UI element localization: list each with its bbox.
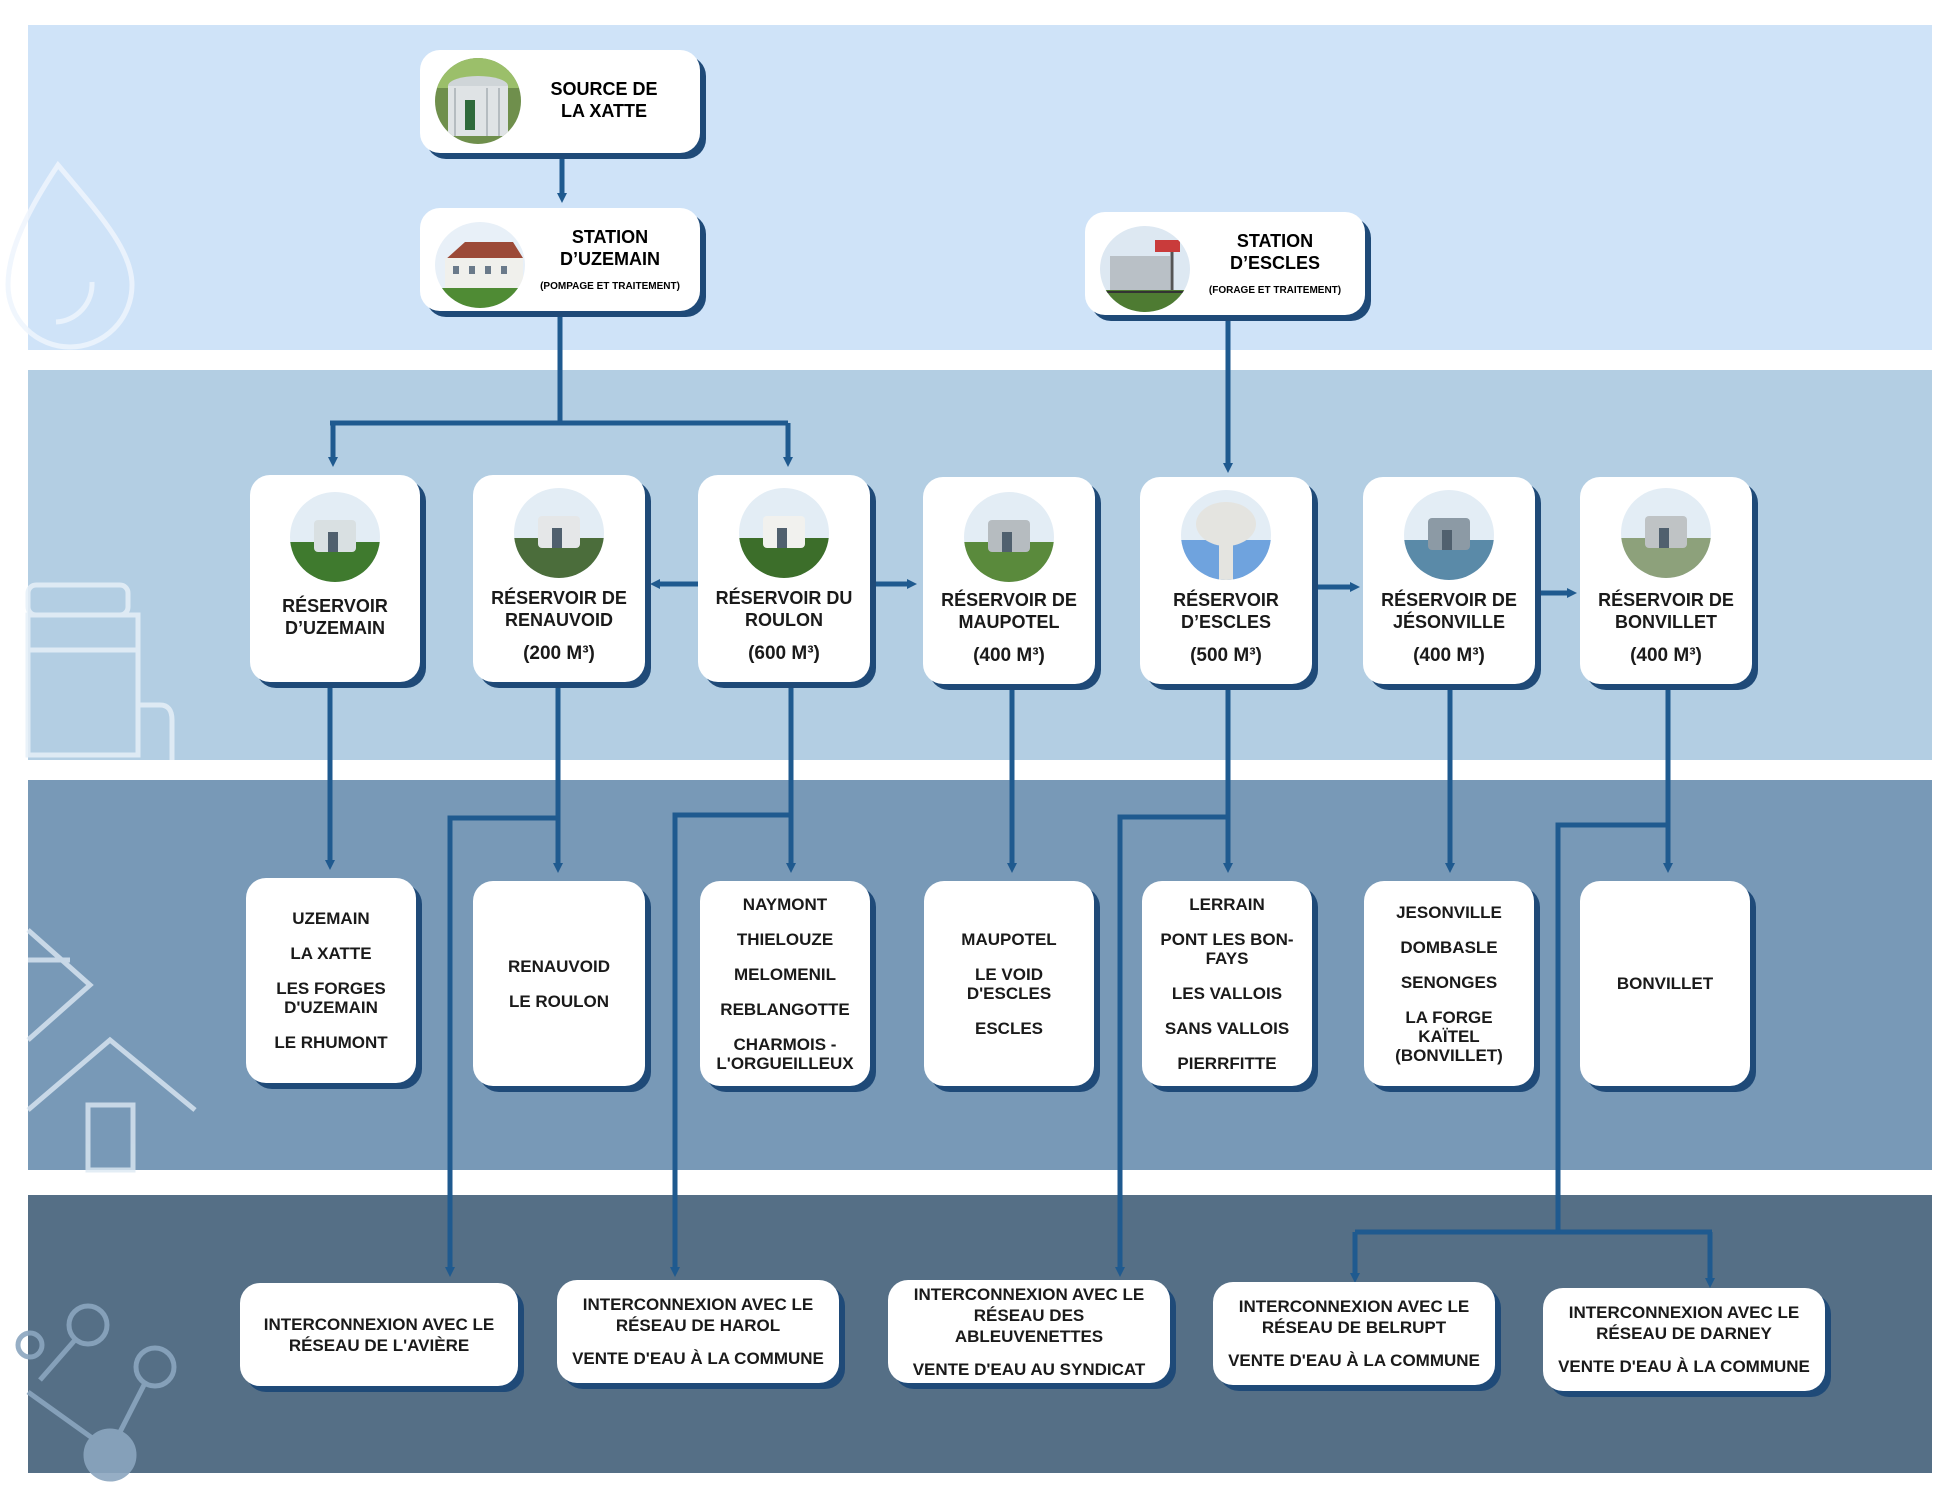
commune-list-card: JESONVILLE DOMBASLE SENONGES LA FORGE KAÏTE…	[1364, 881, 1534, 1086]
reservoir-name: RÉSERVOIR DE RENAUVOID	[491, 588, 627, 630]
commune-name: MELOMENIL	[734, 964, 836, 984]
house-icon	[26, 928, 197, 1173]
commune-name: MAUPOTEL	[961, 929, 1057, 949]
commune-name: UZEMAIN	[292, 909, 370, 928]
interconnection-title: INTERCONNEXION AVEC LE RÉSEAU DE DARNEY	[1568, 1303, 1800, 1343]
building-photo	[435, 222, 525, 308]
commune-name: LES FORGES D'UZEMAIN	[276, 979, 386, 1017]
water-drop-icon	[5, 160, 135, 350]
interconnection-title: INTERCONNEXION AVEC LE RÉSEAU DES ABLEUV…	[913, 1284, 1145, 1346]
interconnection-card: INTERCONNEXION AVEC LE RÉSEAU DE BELRUPT…	[1213, 1282, 1495, 1385]
station-escles-label: STATION D’ESCLES	[1229, 231, 1321, 273]
commune-name: REBLANGOTTE	[720, 999, 850, 1019]
water-sale-note: VENTE D'EAU À LA COMMUNE	[1558, 1357, 1810, 1376]
reservoir-photo	[739, 488, 829, 578]
reservoir-name: RÉSERVOIR DE BONVILLET	[1598, 590, 1734, 632]
commune-name: CHARMOIS - L'ORGUEILLEUX	[716, 1034, 854, 1073]
reservoir-name: RÉSERVOIR DE JÉSONVILLE	[1381, 590, 1517, 632]
water-sale-note: VENTE D'EAU À LA COMMUNE	[1228, 1351, 1480, 1370]
interconnection-title: INTERCONNEXION AVEC LE RÉSEAU DE HAROL	[582, 1295, 814, 1335]
interconnection-card: INTERCONNEXION AVEC LE RÉSEAU DE L'AVIÈR…	[240, 1283, 518, 1386]
reservoir-name: RÉSERVOIR D’ESCLES	[1173, 590, 1279, 632]
reservoir-photo	[290, 492, 380, 582]
commune-name: LA XATTE	[290, 944, 372, 963]
commune-name: RENAUVOID	[507, 956, 610, 976]
reservoir-photo	[1621, 488, 1711, 578]
water-sale-note: VENTE D'EAU AU SYNDICAT	[912, 1359, 1146, 1379]
water-sale-note: VENTE D'EAU À LA COMMUNE	[572, 1349, 824, 1368]
commune-name: NAYMONT	[742, 894, 828, 914]
commune-name: SENONGES	[1400, 972, 1498, 992]
reservoir-capacity: (400 M³)	[1630, 645, 1702, 666]
commune-name: LERRAIN	[1189, 894, 1265, 914]
commune-list-card: LERRAIN PONT LES BON-FAYS LES VALLOIS SANS …	[1142, 881, 1312, 1086]
station-uzemain-subtitle: (POMPAGE ET TRAITEMENT)	[540, 281, 680, 292]
interconnection-title: INTERCONNEXION AVEC LE RÉSEAU DE BELRUPT	[1238, 1297, 1470, 1337]
commune-list-card: NAYMONT THIELOUZE MELOMENIL REBLANGOTTE CHAR…	[700, 881, 870, 1086]
station-uzemain-label: STATION D’UZEMAIN	[560, 227, 660, 269]
reservoir-photo	[1404, 490, 1494, 580]
station-escles-subtitle: (FORAGE ET TRAITEMENT)	[1208, 285, 1342, 296]
commune-name: BONVILLET	[1616, 974, 1714, 993]
commune-name: LE VOID D'ESCLES	[966, 964, 1052, 1003]
water-tank-photo	[435, 58, 521, 144]
reservoir-photo	[514, 488, 604, 578]
line-station-uzemain	[330, 315, 788, 426]
interconnection-card: INTERCONNEXION AVEC LE RÉSEAU DES ABLEUV…	[888, 1280, 1170, 1383]
line-bonvillet-split	[1355, 822, 1712, 1235]
water-tank-icon	[25, 582, 175, 760]
reservoir-capacity: (600 M³)	[748, 643, 820, 664]
commune-name: ESCLES	[974, 1018, 1044, 1038]
band-sources	[28, 25, 1932, 350]
commune-name: LES VALLOIS	[1171, 983, 1283, 1003]
interconnection-title: INTERCONNEXION AVEC LE RÉSEAU DE L'AVIÈR…	[263, 1314, 495, 1355]
reservoir-name: RÉSERVOIR DE MAUPOTEL	[941, 590, 1077, 632]
arrow-ableuvenettes	[1115, 814, 1228, 1277]
commune-list-card: BONVILLET	[1580, 881, 1750, 1086]
source-xatte-label: SOURCE DE LA XATTE	[550, 79, 658, 121]
reservoir-capacity: (200 M³)	[523, 643, 595, 664]
reservoir-name: RÉSERVOIR DU ROULON	[715, 588, 853, 630]
commune-list-card: UZEMAIN LA XATTE LES FORGES D'UZEMAIN LE RH…	[246, 878, 416, 1083]
commune-name: LE RHUMONT	[274, 1033, 388, 1052]
commune-name: JESONVILLE	[1396, 902, 1502, 922]
commune-name: LE ROULON	[508, 991, 610, 1011]
commune-name: DOMBASLE	[1400, 937, 1498, 957]
building-photo	[1100, 226, 1190, 312]
interconnection-card: INTERCONNEXION AVEC LE RÉSEAU DE DARNEY V…	[1543, 1288, 1825, 1391]
commune-name: LA FORGE KAÏTEL (BONVILLET)	[1395, 1007, 1503, 1065]
commune-name: PONT LES BON-FAYS	[1160, 929, 1294, 968]
reservoir-name: RÉSERVOIR D’UZEMAIN	[282, 596, 388, 638]
network-icon	[15, 1303, 177, 1482]
reservoir-photo	[1181, 490, 1271, 580]
reservoir-capacity: (500 M³)	[1190, 645, 1262, 666]
commune-name: THIELOUZE	[736, 929, 834, 949]
commune-list-card: MAUPOTEL LE VOID D'ESCLES ESCLES	[924, 881, 1094, 1086]
arrow-harol	[670, 812, 791, 1277]
commune-name: PIERRFITTE	[1177, 1053, 1277, 1073]
commune-name: SANS VALLOIS	[1164, 1018, 1290, 1038]
reservoir-capacity: (400 M³)	[973, 645, 1045, 666]
reservoir-capacity: (400 M³)	[1413, 645, 1485, 666]
interconnection-card: INTERCONNEXION AVEC LE RÉSEAU DE HAROL VE…	[557, 1280, 839, 1383]
arrow-aviere	[445, 815, 558, 1277]
commune-list-card: RENAUVOID LE ROULON	[473, 881, 645, 1086]
reservoir-photo	[964, 492, 1054, 582]
